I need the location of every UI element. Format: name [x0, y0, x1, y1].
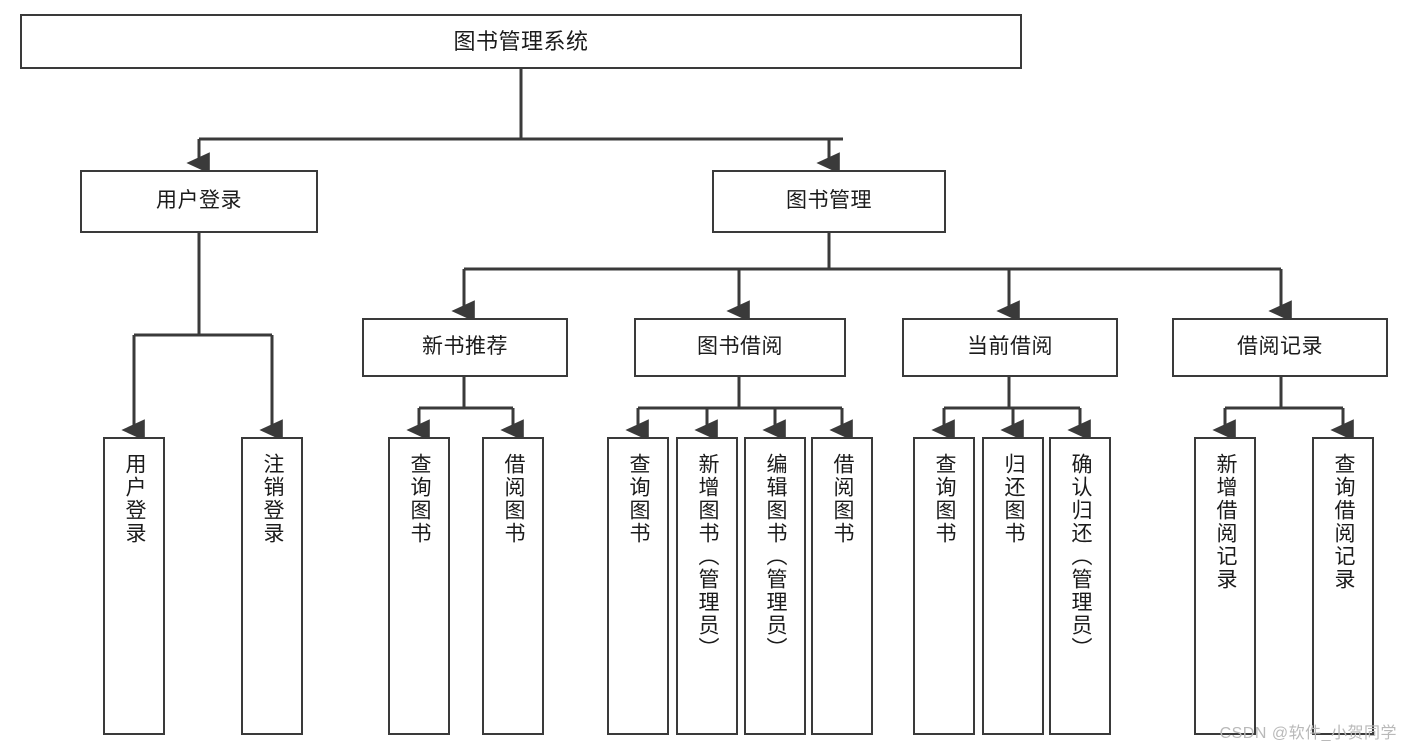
node-label: 借阅图书	[831, 453, 855, 545]
leaf-borrow-add-book-admin[interactable]: 新增图书（管理员）	[676, 437, 738, 735]
leaf-record-query-record[interactable]: 查询借阅记录	[1312, 437, 1374, 735]
node-label: 借阅记录	[1237, 335, 1323, 359]
leaf-recommend-borrow-book[interactable]: 借阅图书	[482, 437, 544, 735]
node-new-book-recommend[interactable]: 新书推荐	[362, 318, 568, 377]
leaf-borrow-borrow-book[interactable]: 借阅图书	[811, 437, 873, 735]
leaf-user-login-signout[interactable]: 注销登录	[241, 437, 303, 735]
node-label: 新增借阅记录	[1214, 453, 1238, 591]
node-root-system[interactable]: 图书管理系统	[20, 14, 1022, 69]
leaf-borrow-query-book[interactable]: 查询图书	[607, 437, 669, 735]
leaf-record-add-record[interactable]: 新增借阅记录	[1194, 437, 1256, 735]
node-label: 借阅图书	[502, 453, 526, 545]
node-label: 图书管理	[786, 189, 872, 213]
leaf-current-return-book[interactable]: 归还图书	[982, 437, 1044, 735]
node-borrow-record[interactable]: 借阅记录	[1172, 318, 1388, 377]
node-label: 用户登录	[123, 453, 147, 545]
node-label: 图书借阅	[697, 335, 783, 359]
node-label: 查询图书	[933, 453, 957, 545]
node-label: 查询图书	[627, 453, 651, 545]
node-label: 注销登录	[261, 453, 285, 545]
node-book-borrow[interactable]: 图书借阅	[634, 318, 846, 377]
node-user-login[interactable]: 用户登录	[80, 170, 318, 233]
node-book-management[interactable]: 图书管理	[712, 170, 946, 233]
node-current-borrow[interactable]: 当前借阅	[902, 318, 1118, 377]
node-label: 查询图书	[408, 453, 432, 545]
node-label: 编辑图书（管理员）	[764, 453, 788, 660]
leaf-current-confirm-return-admin[interactable]: 确认归还（管理员）	[1049, 437, 1111, 735]
csdn-watermark: CSDN @软件_小贺同学	[1219, 725, 1397, 742]
node-label: 图书管理系统	[453, 28, 589, 54]
node-label: 查询借阅记录	[1332, 453, 1356, 591]
node-label: 确认归还（管理员）	[1069, 453, 1093, 660]
node-label: 用户登录	[156, 189, 242, 213]
node-label: 新增图书（管理员）	[696, 453, 720, 660]
leaf-current-query-book[interactable]: 查询图书	[913, 437, 975, 735]
leaf-recommend-query-book[interactable]: 查询图书	[388, 437, 450, 735]
node-label: 归还图书	[1002, 453, 1026, 545]
node-label: 当前借阅	[967, 335, 1053, 359]
node-label: 新书推荐	[422, 335, 508, 359]
leaf-borrow-edit-book-admin[interactable]: 编辑图书（管理员）	[744, 437, 806, 735]
leaf-user-login-signin[interactable]: 用户登录	[103, 437, 165, 735]
